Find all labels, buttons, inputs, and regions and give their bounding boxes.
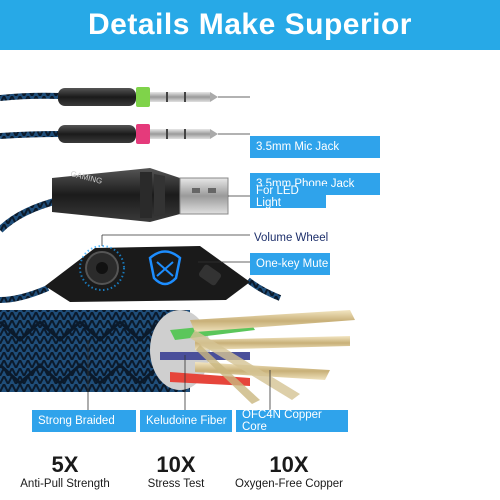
- callout-mute: One-key Mute: [250, 253, 330, 275]
- stat-label: Oxygen-Free Copper: [234, 478, 344, 490]
- callout-mic-jack-label: 3.5mm Mic Jack: [256, 141, 340, 153]
- callout-mute-label: One-key Mute: [256, 258, 329, 270]
- page-title: Details Make Superior: [88, 8, 412, 41]
- stat-stress-test: 10X Stress Test: [126, 452, 226, 490]
- stat-value: 10X: [156, 452, 196, 477]
- stat-oxygen-free: 10X Oxygen-Free Copper: [230, 452, 348, 490]
- label-volume-wheel-text: Volume Wheel: [254, 232, 329, 244]
- stat-value: 10X: [269, 452, 309, 477]
- callout-mic-jack: 3.5mm Mic Jack: [250, 136, 380, 158]
- callout-led-label: For LED Light: [256, 185, 299, 209]
- label-volume-wheel: Volume Wheel: [254, 232, 328, 244]
- leader-lines: [87, 96, 271, 410]
- header-banner: Details Make Superior: [0, 0, 500, 50]
- inline-controller: [0, 245, 282, 303]
- callout-copper-label: OFC4N Copper Core: [242, 409, 322, 433]
- callout-led: For LED Light: [250, 185, 326, 209]
- product-illustration: GAMING: [0, 87, 355, 410]
- phone-jack-plug: [0, 124, 218, 144]
- callout-fiber-label: Keludoine Fiber: [146, 415, 227, 427]
- stat-value: 5X: [51, 452, 79, 477]
- callout-braided: Strong Braided: [32, 410, 136, 432]
- cable-cross-section: [0, 310, 355, 404]
- stat-label: Anti-Pull Strength: [20, 478, 110, 490]
- callout-fiber: Keludoine Fiber: [140, 410, 232, 432]
- callout-copper: OFC4N Copper Core: [236, 409, 348, 433]
- mic-jack-plug: [0, 87, 218, 107]
- usb-plug: GAMING: [0, 168, 229, 233]
- stat-label: Stress Test: [147, 478, 205, 490]
- stat-anti-pull: 5X Anti-Pull Strength: [6, 452, 124, 490]
- callout-braided-label: Strong Braided: [38, 415, 115, 427]
